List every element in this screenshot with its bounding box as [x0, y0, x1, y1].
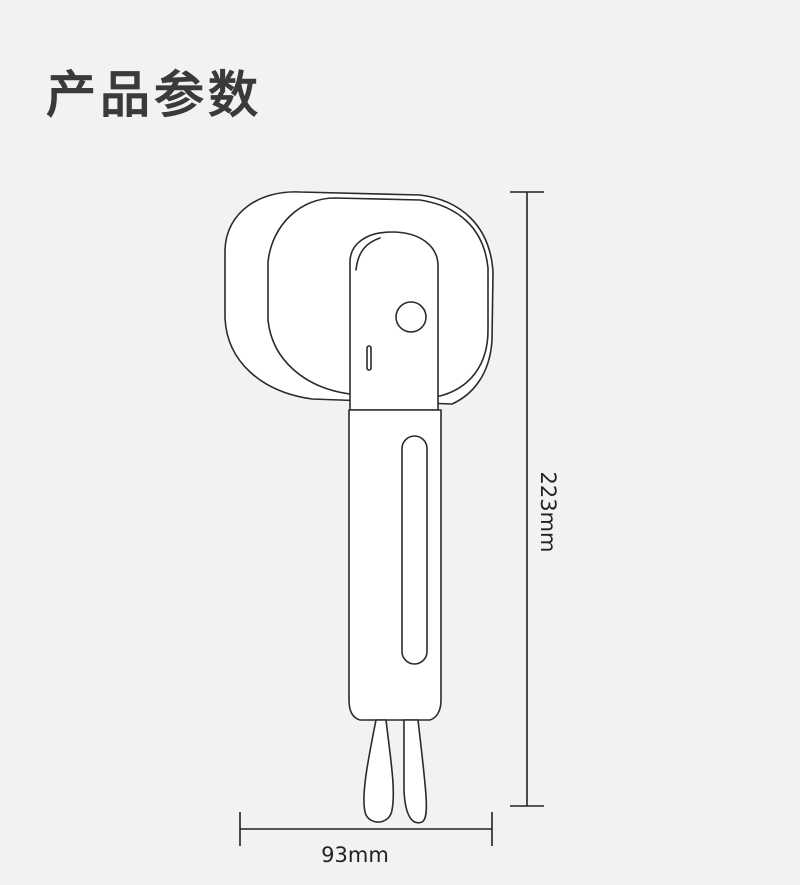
width-dimension: 93mm — [239, 812, 493, 867]
power-button-icon[interactable] — [395, 301, 427, 333]
width-label: 93mm — [321, 843, 389, 867]
page-title: 产品参数 — [46, 66, 262, 124]
handle-top-edge — [355, 237, 381, 271]
grip-window-slot — [401, 435, 428, 665]
height-label: 223mm — [536, 472, 560, 553]
indicator-light — [366, 345, 372, 371]
height-dimension: 223mm — [510, 191, 560, 807]
lanyard-strap — [363, 719, 395, 823]
handle-upper-body — [349, 231, 439, 411]
lanyard-loop — [403, 719, 428, 824]
